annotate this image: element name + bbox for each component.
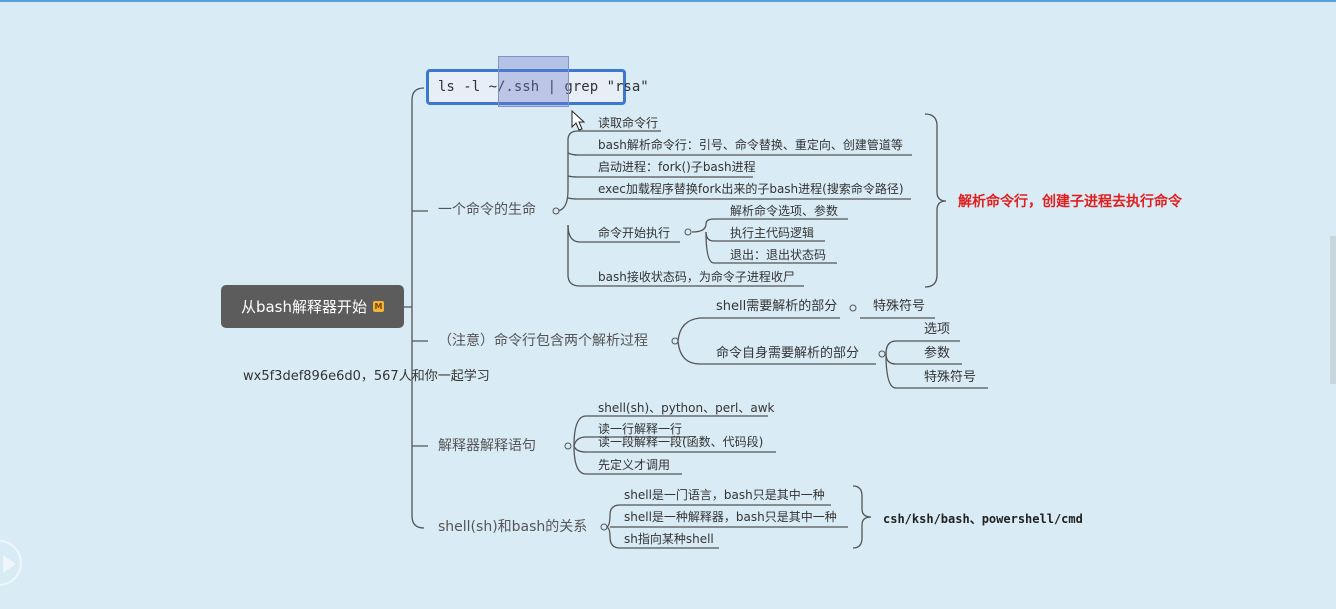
exec-item[interactable]: 执行主代码逻辑 (730, 226, 815, 240)
play-icon (3, 555, 16, 573)
top-accent-line (0, 0, 1336, 2)
lifecycle-item[interactable]: 命令开始执行 (598, 226, 671, 240)
exec-item[interactable]: 解析命令选项、参数 (730, 204, 839, 218)
interpreter-item[interactable]: 先定义才调用 (598, 458, 671, 472)
root-node[interactable]: 从bash解释器开始 M (221, 285, 404, 328)
marker-icon: M (373, 301, 385, 312)
interpreter-item[interactable]: 读一行解释一行 (598, 422, 683, 436)
command-parse-child[interactable]: 选项 (924, 322, 951, 337)
scrollbar[interactable] (1330, 236, 1336, 384)
lifecycle-item[interactable]: bash接收状态码，为命令子进程收尸 (598, 270, 795, 284)
mouse-cursor-icon (571, 110, 586, 131)
lifecycle-item[interactable]: bash解析命令行：引号、命令替换、重定向、创建管道等 (598, 138, 903, 152)
command-text: ls -l ~/.ssh | grep "rsa" (438, 79, 649, 95)
shell-bash-summary[interactable]: csh/ksh/bash、powershell/cmd (883, 512, 1083, 526)
branch-two-parse-stages[interactable]: （注意）命令行包含两个解析过程 (438, 333, 648, 349)
viewer-watermark: wx5f3def896e6d0，567人和你一起学习 (243, 369, 490, 384)
lifecycle-item[interactable]: 启动进程：fork()子bash进程 (598, 160, 756, 174)
lifecycle-item[interactable]: 读取命令行 (598, 116, 659, 130)
command-parse-child[interactable]: 参数 (924, 346, 951, 361)
lifecycle-item[interactable]: exec加载程序替换fork出来的子bash进程(搜索命令路径) (598, 182, 904, 196)
command-node[interactable]: ls -l ~/.ssh | grep "rsa" (426, 69, 649, 105)
shell-parse-part[interactable]: shell需要解析的部分 (716, 299, 838, 314)
interpreter-item[interactable]: 读一段解释一段(函数、代码段) (598, 435, 764, 449)
branch-interpreter[interactable]: 解释器解释语句 (438, 438, 536, 454)
shell-bash-item[interactable]: shell是一种解释器，bash只是其中一种 (624, 510, 837, 524)
exec-item[interactable]: 退出：退出状态码 (730, 248, 827, 262)
interpreter-item[interactable]: shell(sh)、python、perl、awk (598, 401, 775, 415)
shell-parse-child[interactable]: 特殊符号 (873, 299, 926, 314)
command-parse-child[interactable]: 特殊符号 (924, 370, 977, 385)
lifecycle-summary[interactable]: 解析命令行，创建子进程去执行命令 (958, 194, 1182, 210)
shell-bash-item[interactable]: shell是一门语言，bash只是其中一种 (624, 488, 825, 502)
text-selection-highlight (498, 56, 569, 107)
command-parse-part[interactable]: 命令自身需要解析的部分 (716, 346, 860, 361)
shell-bash-item[interactable]: sh指向某种shell (624, 532, 714, 546)
branch-shell-bash[interactable]: shell(sh)和bash的关系 (438, 519, 588, 535)
root-label: 从bash解释器开始 (240, 298, 368, 316)
branch-command-lifecycle[interactable]: 一个命令的生命 (438, 202, 536, 218)
